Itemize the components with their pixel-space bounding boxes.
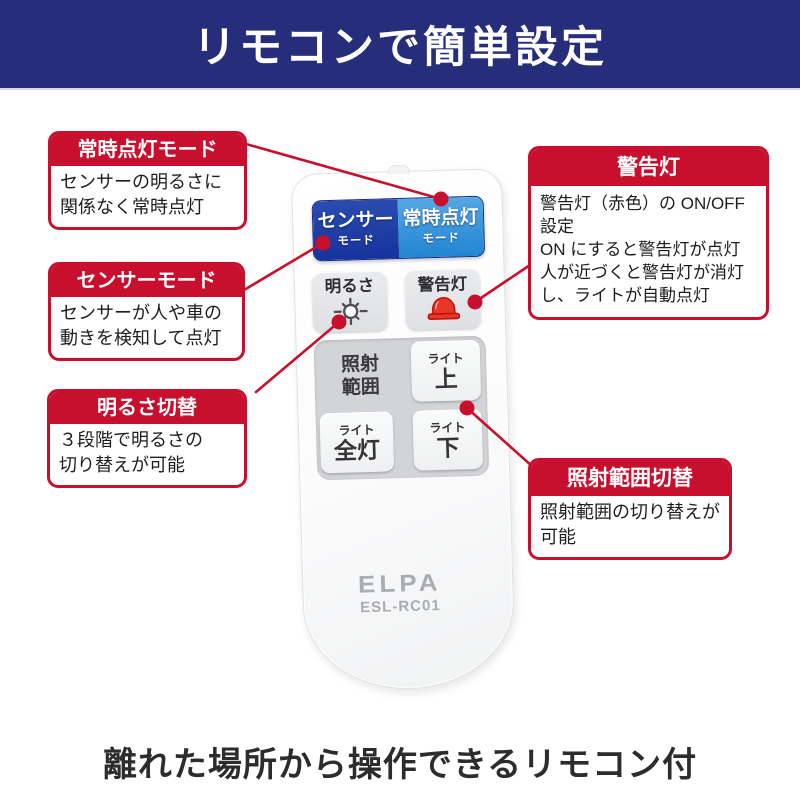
warning-light-button: 警告灯 bbox=[404, 267, 482, 330]
callout-sensor-mode: センサーモード センサーが人や車の 動きを検知して点灯 bbox=[48, 262, 245, 361]
always-on-mode-label: 常時点灯 bbox=[402, 206, 479, 230]
always-on-mode-sublabel: モード bbox=[422, 232, 461, 246]
warning-light-label: 警告灯 bbox=[417, 275, 468, 295]
sensor-mode-button: センサー モード bbox=[312, 199, 400, 261]
light-all-button: ライト 全灯 bbox=[319, 411, 395, 474]
callout-always-on-title: 常時点灯モード bbox=[51, 134, 244, 166]
ir-lens-bump bbox=[387, 164, 410, 175]
callout-always-on-body: センサーの明るさに 関係なく常時点灯 bbox=[60, 172, 222, 217]
brightness-button: 明るさ bbox=[311, 270, 389, 333]
callout-brightness-title: 明るさ切替 bbox=[50, 392, 244, 424]
light-down-small-label: ライト bbox=[429, 420, 466, 436]
page-title: リモコンで簡単設定 bbox=[193, 24, 607, 72]
sensor-mode-sublabel: モード bbox=[337, 234, 376, 248]
light-down-button: ライト 下 bbox=[412, 408, 484, 471]
always-on-mode-button: 常時点灯 モード bbox=[397, 196, 485, 259]
light-up-main-label: 上 bbox=[434, 365, 458, 393]
callout-always-on-mode: 常時点灯モード センサーの明るさに 関係なく常時点灯 bbox=[48, 131, 247, 230]
beam-range-label: 照射 範囲 bbox=[340, 353, 381, 399]
callout-sensor-title: センサーモード bbox=[51, 265, 242, 297]
footer-caption: 離れた場所から操作できるリモコン付 bbox=[102, 746, 698, 784]
beam-range-panel: 照射 範囲 ライト 上 ライト 全灯 ライト 下 bbox=[313, 335, 490, 481]
mode-button-panel: センサー モード 常時点灯 モード bbox=[311, 195, 486, 262]
callout-brightness-body: ３段階で明るさの 切り替えが可能 bbox=[59, 430, 203, 475]
callout-range-title: 照射範囲切替 bbox=[531, 461, 729, 496]
title-banner: リモコンで簡単設定 bbox=[0, 0, 800, 90]
sun-icon bbox=[333, 297, 368, 331]
callout-sensor-body: センサーが人や車の 動きを検知して点灯 bbox=[60, 303, 222, 348]
light-up-button: ライト 上 bbox=[410, 339, 482, 402]
light-all-main-label: 全灯 bbox=[333, 437, 381, 465]
sensor-mode-label: センサー bbox=[317, 209, 394, 233]
brightness-label: 明るさ bbox=[324, 276, 375, 297]
siren-icon bbox=[425, 295, 462, 327]
light-down-main-label: 下 bbox=[436, 434, 460, 462]
callout-range-body: 照射範囲の切り替えが 可能 bbox=[540, 502, 720, 547]
callout-warning-title: 警告灯 bbox=[531, 149, 766, 186]
remote-control: センサー モード 常時点灯 モード 明るさ bbox=[290, 164, 517, 692]
callout-brightness-switch: 明るさ切替 ３段階で明るさの 切り替えが可能 bbox=[47, 389, 247, 488]
callout-beam-range-switch: 照射範囲切替 照射範囲の切り替えが 可能 bbox=[528, 458, 732, 560]
callout-warning-light: 警告灯 警告灯（赤色）の ON/OFF 設定 ON にすると警告灯が点灯 人が近… bbox=[528, 146, 769, 320]
light-up-small-label: ライト bbox=[427, 351, 464, 367]
callout-warning-body: 警告灯（赤色）の ON/OFF 設定 ON にすると警告灯が点灯 人が近づくと警… bbox=[540, 194, 745, 306]
